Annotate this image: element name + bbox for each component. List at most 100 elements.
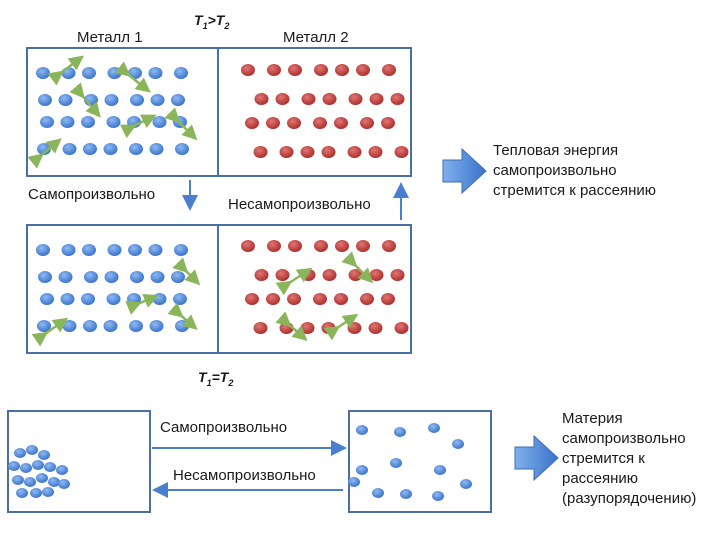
- metal2-atom: [245, 117, 259, 129]
- metal2-atom: [382, 64, 396, 76]
- vibration-arrow: [341, 251, 374, 284]
- metal1-atom: [106, 293, 121, 305]
- metal2-atom: [288, 64, 302, 76]
- metal2-atom: [322, 93, 337, 105]
- matter-particle: [48, 477, 60, 487]
- matter-particle: [26, 445, 38, 455]
- matter-particle: [348, 477, 360, 487]
- metal1-atom: [60, 293, 75, 305]
- matter-particle: [394, 427, 406, 437]
- matter-particle: [432, 491, 444, 501]
- metal2-atom: [314, 240, 328, 252]
- metal2-atom: [360, 117, 374, 129]
- vibration-arrow: [27, 138, 62, 169]
- metal2-atom: [266, 293, 280, 305]
- matter-particle: [434, 465, 446, 475]
- conclusion-arrow-top: [442, 147, 487, 195]
- vibration-arrow: [119, 114, 157, 139]
- vibration-arrow: [323, 313, 359, 341]
- metal2-atom: [347, 146, 362, 158]
- metal1-atom: [150, 271, 165, 283]
- matter-particle: [24, 477, 36, 487]
- metal2-atom: [267, 240, 281, 252]
- vibration-arrow: [164, 107, 198, 141]
- metal1-atom: [81, 293, 95, 305]
- metal2-atom: [301, 93, 316, 105]
- vibration-arrow: [172, 257, 201, 286]
- metal2-atom: [382, 240, 396, 252]
- metal2-atom: [287, 293, 301, 305]
- metal1-atom: [130, 94, 144, 106]
- metal2-atom: [321, 322, 336, 334]
- matter-particle: [8, 461, 20, 471]
- metal1-atom: [38, 271, 52, 283]
- metal2-atom: [394, 146, 409, 158]
- metal2-atom: [381, 117, 395, 129]
- metal2-atom: [334, 117, 348, 129]
- matter-particle: [58, 479, 70, 489]
- matter-particle: [42, 487, 54, 497]
- nonspontaneous-label-bottom: Несамопроизвольно: [173, 467, 316, 484]
- vibration-arrow: [167, 302, 198, 330]
- metal2-atom: [360, 293, 374, 305]
- vibration-arrow: [47, 55, 84, 86]
- metal1-atom: [40, 293, 54, 305]
- metal1-atom: [106, 116, 121, 128]
- metal2-atom: [275, 93, 290, 105]
- matter-particle: [20, 463, 32, 473]
- metal2-atom: [313, 293, 327, 305]
- metal2-atom: [241, 240, 255, 252]
- conclusion-text-top: Тепловая энергия самопроизвольно стремит…: [493, 142, 657, 199]
- matter-particle: [400, 489, 412, 499]
- metal2-atom: [394, 322, 409, 334]
- metal1-atom: [61, 244, 76, 256]
- nonspontaneous-label-top: Несамопроизвольно: [228, 196, 371, 213]
- metal1-atom: [58, 271, 73, 283]
- metal2-atom: [300, 322, 315, 334]
- metal2-atom: [368, 322, 383, 334]
- matter-particle: [38, 450, 50, 460]
- metal2-atom: [356, 240, 370, 252]
- matter-particle: [356, 465, 368, 475]
- metal1-atom: [36, 244, 50, 256]
- metal1-atom: [104, 94, 119, 106]
- metal1-atom: [150, 94, 165, 106]
- metal1-atom: [103, 320, 118, 332]
- metal2-label: Металл 2: [283, 29, 349, 46]
- metal2-atom: [390, 269, 405, 281]
- metal2-atom: [275, 269, 290, 281]
- metal2-atom: [241, 64, 255, 76]
- metal1-atom: [149, 320, 164, 332]
- metal2-atom: [314, 64, 328, 76]
- metal1-atom: [129, 320, 143, 332]
- metal1-atom: [107, 67, 122, 79]
- metal1-atom: [82, 67, 96, 79]
- bottom-container-dispersed: [348, 410, 492, 513]
- matter-particle: [16, 488, 28, 498]
- matter-particle: [12, 475, 24, 485]
- metal2-atom: [254, 269, 269, 281]
- vibration-arrow: [125, 293, 159, 315]
- matter-particle: [56, 465, 68, 475]
- metal2-atom: [381, 293, 395, 305]
- conclusion-text-bottom: Материя самопроизвольно стремится к расс…: [562, 410, 697, 507]
- metal2-atom: [348, 93, 363, 105]
- metal2-atom: [254, 93, 269, 105]
- metal1-atom: [58, 94, 73, 106]
- metal1-atom: [60, 116, 75, 128]
- matter-particle: [460, 479, 472, 489]
- matter-particle: [32, 460, 44, 470]
- metal1-atom: [62, 143, 77, 155]
- metal2-atom: [321, 146, 336, 158]
- metal2-atom: [334, 293, 348, 305]
- bottom-container-compact: [7, 410, 151, 513]
- metal2-atom: [279, 146, 294, 158]
- vibration-arrow: [114, 61, 151, 93]
- metal2-atom: [267, 64, 281, 76]
- metal2-atom: [369, 269, 384, 281]
- metal1-atom: [61, 67, 76, 79]
- spontaneous-label-top: Самопроизвольно: [28, 186, 156, 203]
- motion-arrows: [27, 55, 374, 347]
- metal2-atom: [245, 293, 259, 305]
